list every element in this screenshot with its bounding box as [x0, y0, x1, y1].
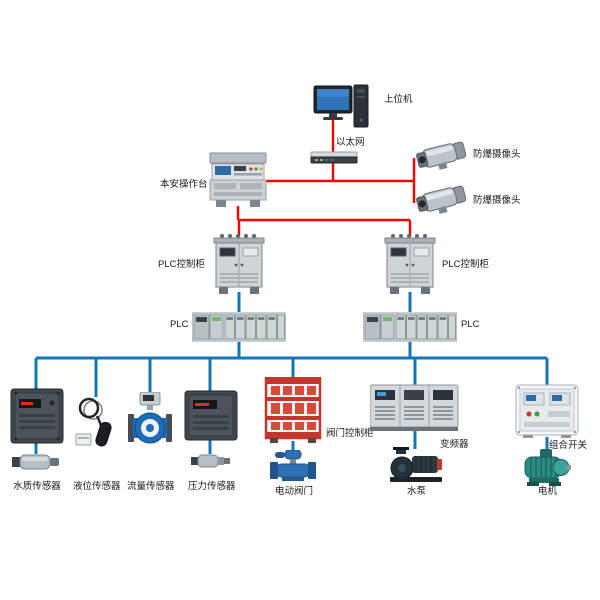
combination-switch-label: 组合开关 — [549, 440, 588, 451]
explosion-proof-camera-top — [412, 135, 473, 182]
pressure-sensor-box — [184, 390, 238, 447]
flow-sensor-label: 流量传感器 — [127, 481, 175, 492]
host-computer-label: 上位机 — [384, 94, 413, 105]
operator-console — [208, 152, 268, 213]
level-sensor — [74, 394, 118, 453]
camera-top-label: 防爆摄像头 — [473, 149, 521, 160]
pump-label: 水泵 — [407, 486, 427, 497]
plc-left-label: PLC — [170, 319, 189, 330]
explosion-proof-camera-bottom — [412, 179, 473, 226]
plc-cabinet-left — [212, 233, 266, 300]
control-lines — [236, 119, 416, 237]
combination-switch-cabinet — [515, 384, 579, 443]
operator-console-label: 本安操作台 — [160, 179, 208, 190]
water-quality-transducer — [12, 452, 60, 477]
host-computer — [312, 84, 370, 137]
plc-rack-left — [191, 311, 287, 348]
plc-cabinet-right-label: PLC控制柜 — [442, 259, 489, 270]
camera-bottom-label: 防爆摄像头 — [473, 195, 521, 206]
plc-rack-right — [362, 311, 458, 348]
pressure-sensor-label: 压力传感器 — [188, 481, 236, 492]
level-sensor-label: 液位传感器 — [73, 481, 121, 492]
inverter-cabinet — [369, 384, 460, 437]
water-quality-sensor-label: 水质传感器 — [13, 481, 61, 492]
plc-cabinet-left-label: PLC控制柜 — [158, 259, 205, 270]
motor — [523, 449, 571, 492]
electric-valve — [270, 449, 316, 489]
valve-cabinet-label: 阀门控制柜 — [326, 428, 374, 439]
ethernet-label: 以太网 — [336, 137, 365, 148]
electric-valve-label: 电动阀门 — [275, 486, 314, 497]
ethernet-switch — [310, 150, 358, 170]
plc-right-label: PLC — [461, 319, 480, 330]
pressure-transducer — [191, 453, 231, 474]
water-pump — [388, 447, 444, 488]
valve-control-cabinet — [264, 376, 322, 448]
motor-label: 电机 — [538, 486, 558, 497]
inverter-label: 变频器 — [440, 439, 469, 450]
water-quality-sensor-box — [10, 387, 64, 450]
flow-sensor — [128, 391, 172, 453]
plc-cabinet-right — [383, 233, 437, 300]
